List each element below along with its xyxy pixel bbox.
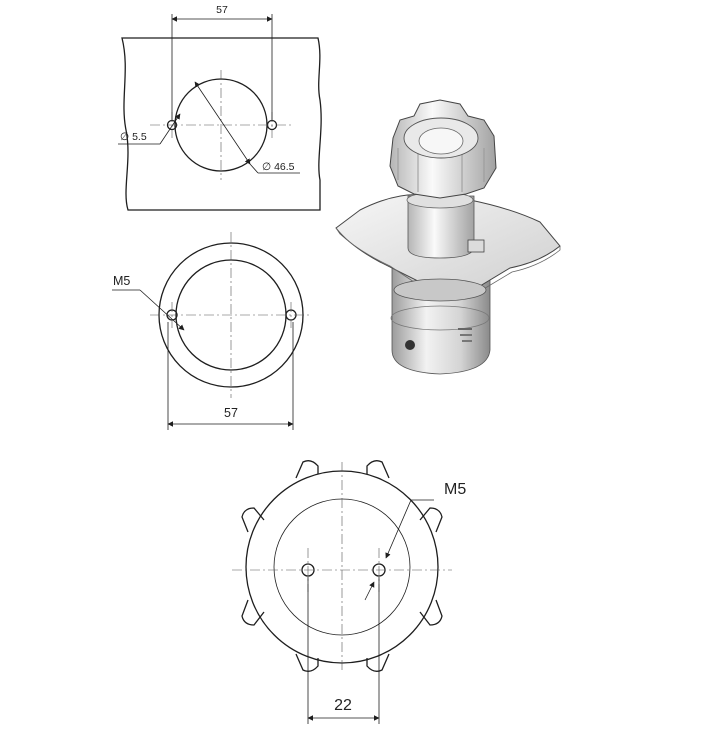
valve-knob-assembly-icon [335, 99, 561, 375]
flange-dim-text: 57 [224, 406, 238, 420]
dim-text-small-hole: ∅ 5.5 [120, 131, 147, 143]
flange-thread-label: M5 [113, 274, 130, 288]
knob-dim-text: 22 [334, 697, 352, 714]
dim-text-hole-spacing: 57 [216, 4, 228, 16]
dim-text-large-hole: ∅ 46.5 [262, 161, 295, 173]
knob-lobes [241, 460, 443, 672]
panel-cutout-view: 57 ∅ 5.5 ∅ 46.5 [118, 4, 322, 211]
panel-outline [121, 37, 322, 211]
knob-bottom-view: M5 22 [232, 460, 466, 724]
flange-view: M5 57 [112, 232, 312, 430]
knob-thread-label: M5 [444, 481, 466, 498]
